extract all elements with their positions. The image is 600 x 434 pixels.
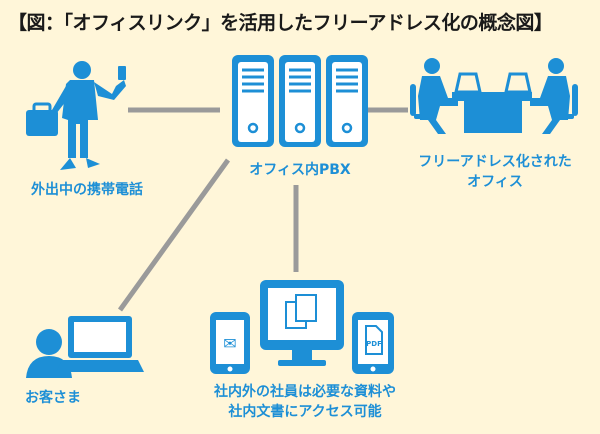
connectors xyxy=(117,107,408,312)
office-label-line1: フリーアドレス化された xyxy=(418,154,572,170)
staff-devices-icon xyxy=(210,280,394,374)
connector-pbx-customer xyxy=(117,158,231,312)
diagram-title: 【図：「オフィスリンク」を活用したフリーアドレス化の概念図】 xyxy=(8,12,553,34)
mobile-worker-icon xyxy=(26,61,126,170)
mobile-label: 外出中の携帯電話 xyxy=(31,182,143,198)
pdf-icon: PDF xyxy=(366,340,382,348)
customer-computer-icon xyxy=(26,316,144,378)
pbx-server-icon xyxy=(232,55,368,147)
mail-icon: ✉ xyxy=(223,334,236,353)
staff-label-line1: 社内外の社員は必要な資料や xyxy=(214,384,396,400)
pbx-label: オフィス内PBX xyxy=(249,162,351,178)
customer-label: お客さま xyxy=(25,390,81,406)
staff-label-line2: 社内文書にアクセス可能 xyxy=(228,404,382,420)
office-label-line2: オフィス xyxy=(467,174,523,190)
office-meeting-icon xyxy=(410,58,578,134)
